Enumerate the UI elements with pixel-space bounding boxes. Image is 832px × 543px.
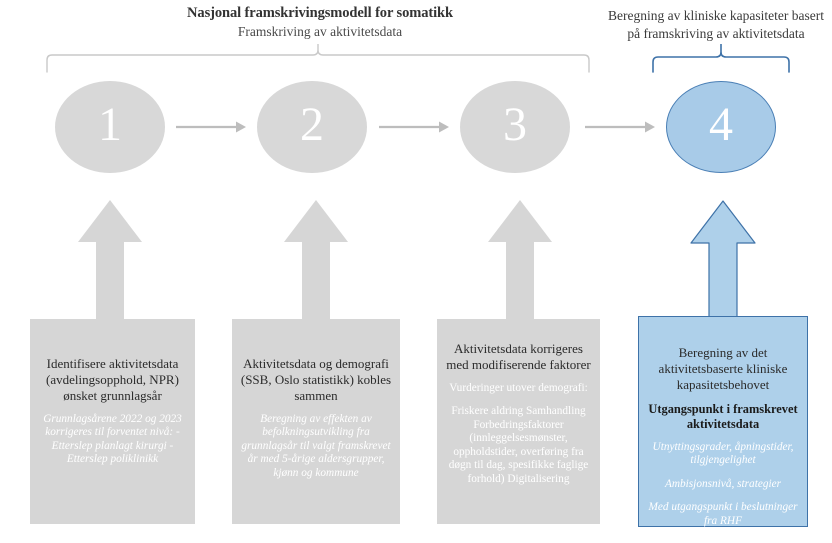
step-circle-3[interactable]: 3 (460, 81, 570, 173)
arrow-up-icon-1 (78, 200, 142, 330)
step-panel-2-note-1: Beregning av effekten av befolkningsutvi… (241, 412, 391, 479)
right-heading-line2: på framskriving av aktivitetsdata (627, 25, 805, 41)
bracket-icon-blue (651, 44, 791, 74)
step-panel-4-note-2: Ambisjonsnivå, strategier (664, 477, 782, 490)
step-number-3: 3 (503, 98, 527, 151)
step-panel-4-highlight: Utgangspunkt i framskrevet aktivitetsdat… (648, 401, 798, 431)
step-panel-3-title: Aktivitetsdata korrigeres med modifisere… (446, 341, 591, 372)
arrow-up-icon-2 (284, 200, 348, 330)
step-circle-4[interactable]: 4 (666, 81, 776, 173)
step-panel-4-title: Beregning av det aktivitetsbaserte klini… (658, 345, 788, 392)
left-heading-group: Nasjonal framskrivingsmodell for somatik… (140, 5, 500, 40)
step-panel-1-note-1: Grunnlagsårene 2022 og 2023 korrigeres t… (43, 412, 182, 466)
left-heading-title: Nasjonal framskrivingsmodell for somatik… (187, 5, 453, 21)
step-circle-1[interactable]: 1 (55, 81, 165, 173)
arrow-up-icon-4 (690, 200, 756, 331)
arrow-right-icon-3-4 (585, 118, 655, 141)
arrow-up-icon-3 (488, 200, 552, 330)
step-number-1: 1 (98, 98, 122, 151)
step-circle-2[interactable]: 2 (257, 81, 367, 173)
step-number-2: 2 (300, 98, 324, 151)
step-panel-2-title: Aktivitetsdata og demografi (SSB, Oslo s… (240, 356, 392, 403)
step-panel-4-note-3: Med utgangspunkt i beslutninger fra RHF (648, 501, 798, 528)
bracket-icon-gray (45, 44, 591, 74)
right-heading-group: Beregning av kliniske kapasiteter basert… (600, 7, 832, 42)
right-heading-line1: Beregning av kliniske kapasiteter basert (608, 8, 824, 23)
step-panel-3-note-2: Friskere aldring Samhandling Forbedrings… (448, 405, 589, 485)
step-panel-2[interactable]: Aktivitetsdata og demografi (SSB, Oslo s… (232, 319, 400, 524)
step-number-4: 4 (709, 98, 733, 151)
step-panel-1[interactable]: Identifisere aktivitetsdata (avdelingsop… (30, 319, 195, 524)
step-panel-1-title: Identifisere aktivitetsdata (avdelingsop… (46, 356, 179, 403)
arrow-right-icon-1-2 (176, 118, 246, 141)
step-panel-4-note-1: Utnyttingsgrader, åpningstider, tilgjeng… (652, 440, 794, 467)
step-panel-3-note-1: Vurderinger utover demografi: (449, 381, 588, 394)
arrow-right-icon-2-3 (379, 118, 449, 141)
step-panel-3[interactable]: Aktivitetsdata korrigeres med modifisere… (437, 319, 600, 524)
left-heading-subtitle: Framskriving av aktivitetsdata (237, 23, 403, 39)
step-panel-4[interactable]: Beregning av det aktivitetsbaserte klini… (638, 316, 808, 527)
